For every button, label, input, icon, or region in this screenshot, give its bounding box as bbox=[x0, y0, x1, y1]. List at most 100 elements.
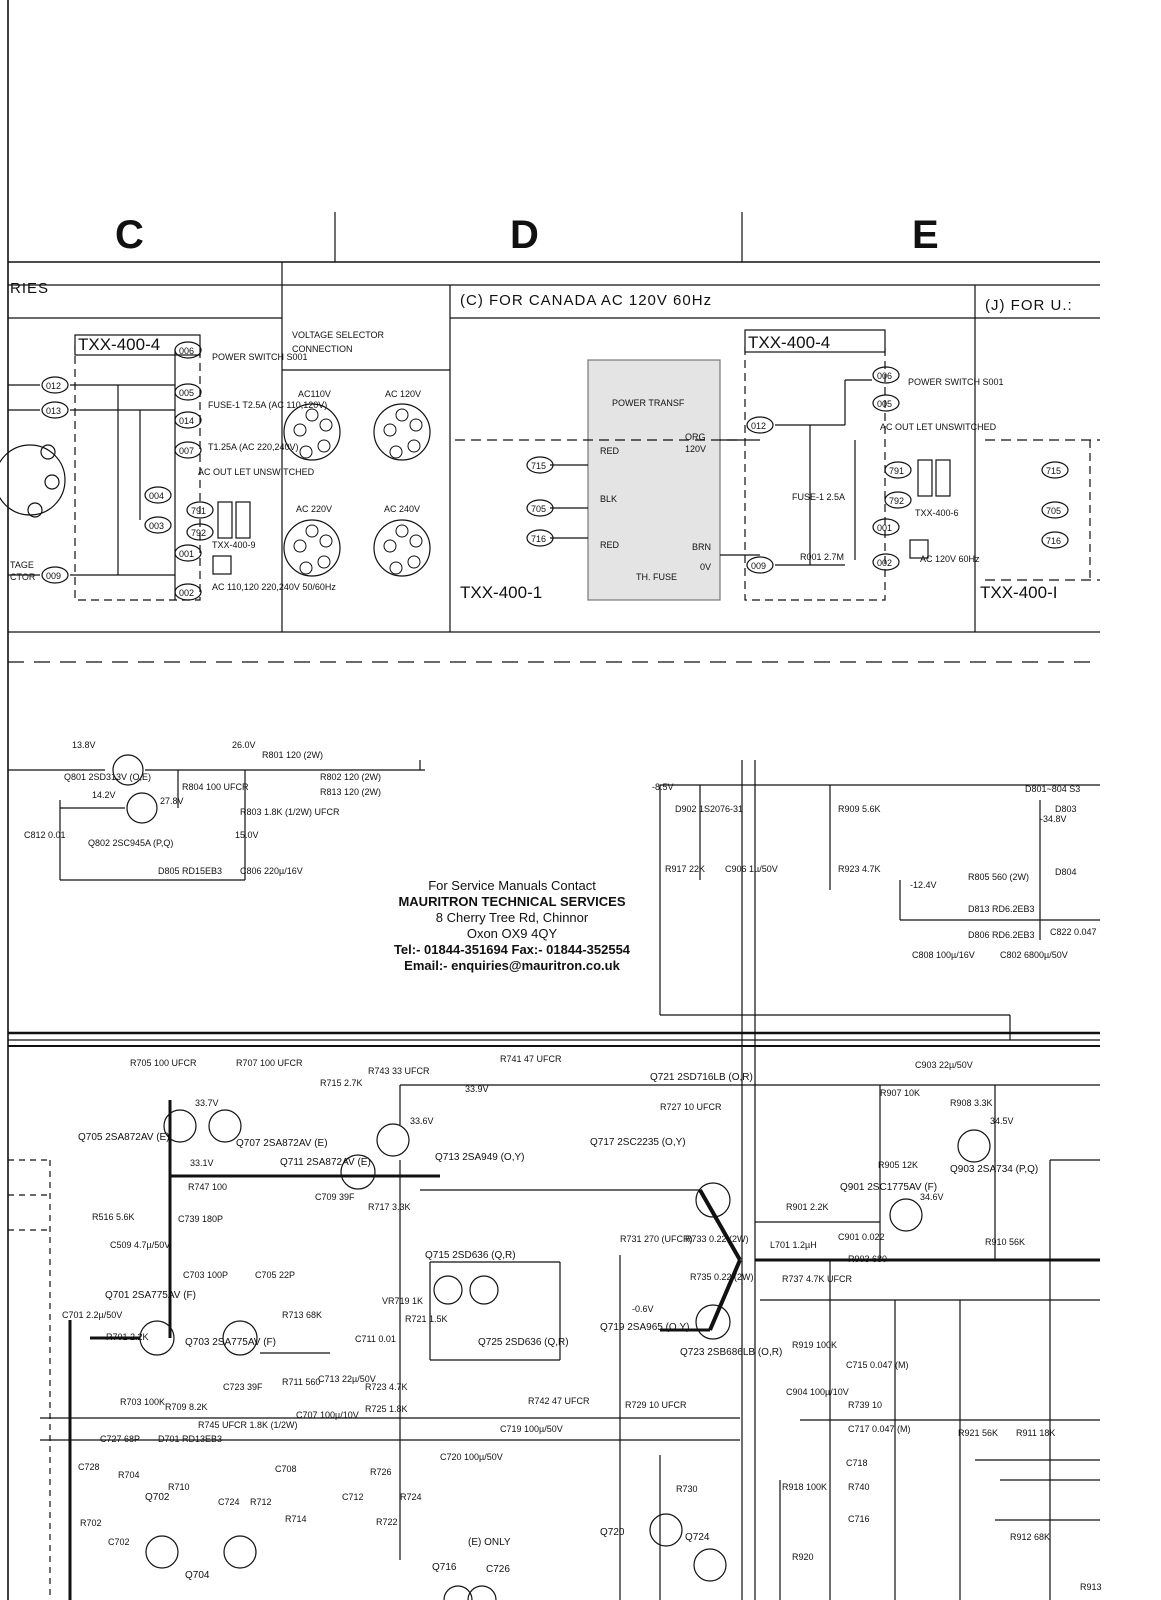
q707-label: Q707 2SA872AV (E) bbox=[236, 1138, 328, 1149]
part-label-15: R701 2.2K bbox=[106, 1332, 149, 1342]
part-label-5: R727 10 UFCR bbox=[660, 1102, 722, 1112]
plug-left: TXX-400-9 bbox=[212, 540, 256, 550]
fuse-left-2: T1.25A (AC 220,240V) bbox=[208, 442, 299, 452]
txx-right-bottom: TXX-400-I bbox=[980, 583, 1057, 602]
part-label-57: L701 1.2µH bbox=[770, 1240, 817, 1250]
part-label-11: C509 4.7µ/50V bbox=[110, 1240, 170, 1250]
part-label-14: C701 2.2µ/50V bbox=[62, 1310, 122, 1320]
part-label-48: R729 10 UFCR bbox=[625, 1400, 687, 1410]
part-label-9: R717 3.3K bbox=[368, 1202, 411, 1212]
c726-label: C726 bbox=[486, 1564, 510, 1575]
conn-003: 003 bbox=[149, 521, 164, 531]
q705-label: Q705 2SA872AV (E) bbox=[78, 1132, 170, 1143]
part-label-12: C703 100P bbox=[183, 1270, 228, 1280]
q801-label: Q801 2SD313V (O,E) bbox=[64, 772, 151, 782]
conn-009: 009 bbox=[46, 571, 61, 581]
part-label-18: C713 22µ/50V bbox=[318, 1374, 376, 1384]
notice-line-1: For Service Manuals Contact bbox=[428, 878, 596, 893]
part-label-71: R920 bbox=[792, 1552, 814, 1562]
part-label-53: R908 3.3K bbox=[950, 1098, 993, 1108]
part-label-62: R919 100K bbox=[792, 1340, 837, 1350]
conn-791-c: 791 bbox=[889, 466, 904, 476]
part-label-32: R704 bbox=[118, 1470, 140, 1480]
part-label-8: C709 39F bbox=[315, 1192, 355, 1202]
selector-label-1: TAGE bbox=[10, 560, 34, 570]
part-label-0: R705 100 UFCR bbox=[130, 1058, 197, 1068]
r805-label: R805 560 (2W) bbox=[968, 872, 1029, 882]
part-label-36: R702 bbox=[80, 1518, 102, 1528]
txx-box-left: TXX-400-4 bbox=[78, 335, 160, 354]
d902-label: D902 1S2076-31 bbox=[675, 804, 743, 814]
ac-canada: AC 120V 60Hz bbox=[920, 554, 980, 564]
service-contact-notice: For Service Manuals Contact MAURITRON TE… bbox=[392, 878, 632, 974]
part-label-70: C716 bbox=[848, 1514, 870, 1524]
part-label-19: C723 39F bbox=[223, 1382, 263, 1392]
ac-outlet-canada: AC OUT LET UNSWITCHED bbox=[880, 422, 997, 432]
power-switch-canada: POWER SWITCH S001 bbox=[908, 377, 1004, 387]
part-label-56: R901 2.2K bbox=[786, 1202, 829, 1212]
conn-791: 791 bbox=[191, 506, 206, 516]
part-label-31: C728 bbox=[78, 1462, 100, 1472]
part-label-10: R516 5.6K bbox=[92, 1212, 135, 1222]
header-left: RIES bbox=[10, 280, 49, 297]
option-ac110: AC110V bbox=[298, 389, 331, 399]
q721-label: Q721 2SD716LB (O,R) bbox=[650, 1072, 753, 1083]
part-label-74: R912 68K bbox=[1010, 1532, 1050, 1542]
selector-label-2: CTOR bbox=[10, 572, 36, 582]
d804-label: D804 bbox=[1055, 867, 1077, 877]
part-label-4: R741 47 UFCR bbox=[500, 1054, 562, 1064]
conn-012-c: 012 bbox=[751, 421, 766, 431]
part-label-59: R903 680 bbox=[848, 1254, 887, 1264]
volt-14-2: 14.2V bbox=[92, 790, 116, 800]
conn-001: 001 bbox=[179, 549, 194, 559]
part-label-66: C717 0.047 (M) bbox=[848, 1424, 911, 1434]
header-canada: (C) FOR CANADA AC 120V 60Hz bbox=[460, 292, 712, 309]
part-label-27: C707 100µ/10V bbox=[296, 1410, 359, 1420]
conn-705-c: 705 bbox=[531, 504, 546, 514]
conn-001-c: 001 bbox=[877, 523, 892, 533]
r801-label: R801 120 (2W) bbox=[262, 750, 323, 760]
part-label-54: C903 22µ/50V bbox=[915, 1060, 973, 1070]
wire-red-1: RED bbox=[600, 446, 620, 456]
part-label-67: C718 bbox=[846, 1458, 868, 1468]
notice-line-5: Tel:- 01844-351694 Fax:- 01844-352554 bbox=[393, 942, 631, 957]
part-label-69: R918 100K bbox=[782, 1482, 827, 1492]
volt-neg-12-4: -12.4V bbox=[910, 880, 937, 890]
d806-label: D806 RD6.2EB3 bbox=[968, 930, 1035, 940]
amp-volt-34-5: 34.5V bbox=[990, 1116, 1014, 1126]
c802-label: C802 6800µ/50V bbox=[1000, 950, 1068, 960]
r001-label: R001 2.7M bbox=[800, 552, 844, 562]
option-ac120: AC 120V bbox=[385, 389, 421, 399]
volt-13-8: 13.8V bbox=[72, 740, 96, 750]
part-label-30: R703 100K bbox=[120, 1397, 165, 1407]
q701-label: Q701 2SA775AV (F) bbox=[105, 1290, 196, 1301]
part-label-25: R709 8.2K bbox=[165, 1402, 208, 1412]
wire-0v: 0V bbox=[700, 562, 711, 572]
power-transf-label: POWER TRANSF bbox=[612, 398, 685, 408]
txx-canada-bottom: TXX-400-1 bbox=[460, 583, 542, 602]
volt-15-0: 15.0V bbox=[235, 830, 259, 840]
ac-outlet-left: AC OUT LET UNSWITCHED bbox=[198, 467, 315, 477]
column-letter-c: C bbox=[115, 213, 144, 257]
part-label-1: R707 100 UFCR bbox=[236, 1058, 303, 1068]
wire-blk: BLK bbox=[600, 494, 617, 504]
conn-013: 013 bbox=[46, 406, 61, 416]
amp-volt-33-7: 33.7V bbox=[195, 1098, 219, 1108]
part-label-64: C904 100µ/10V bbox=[786, 1387, 849, 1397]
volt-26-0: 26.0V bbox=[232, 740, 256, 750]
plug-canada: TXX-400-6 bbox=[915, 508, 959, 518]
part-label-63: C715 0.047 (M) bbox=[846, 1360, 909, 1370]
part-label-45: R733 0.22 (2W) bbox=[685, 1234, 749, 1244]
conn-705-r: 705 bbox=[1046, 506, 1061, 516]
part-label-16: R713 68K bbox=[282, 1310, 322, 1320]
part-label-29: C727 68P bbox=[100, 1434, 140, 1444]
c812-label: C812 0.01 bbox=[24, 830, 66, 840]
q715-label: Q715 2SD636 (Q,R) bbox=[425, 1250, 516, 1261]
r917-label: R917 22K bbox=[665, 864, 705, 874]
voltage-selector-title: VOLTAGE SELECTOR bbox=[292, 330, 385, 340]
c822-label: C822 0.047 bbox=[1050, 927, 1097, 937]
c906-label: C906 1µ/50V bbox=[725, 864, 778, 874]
r804-label: R804 100 UFCR bbox=[182, 782, 249, 792]
notice-line-2: MAURITRON TECHNICAL SERVICES bbox=[398, 894, 626, 909]
part-label-41: C712 bbox=[342, 1492, 364, 1502]
